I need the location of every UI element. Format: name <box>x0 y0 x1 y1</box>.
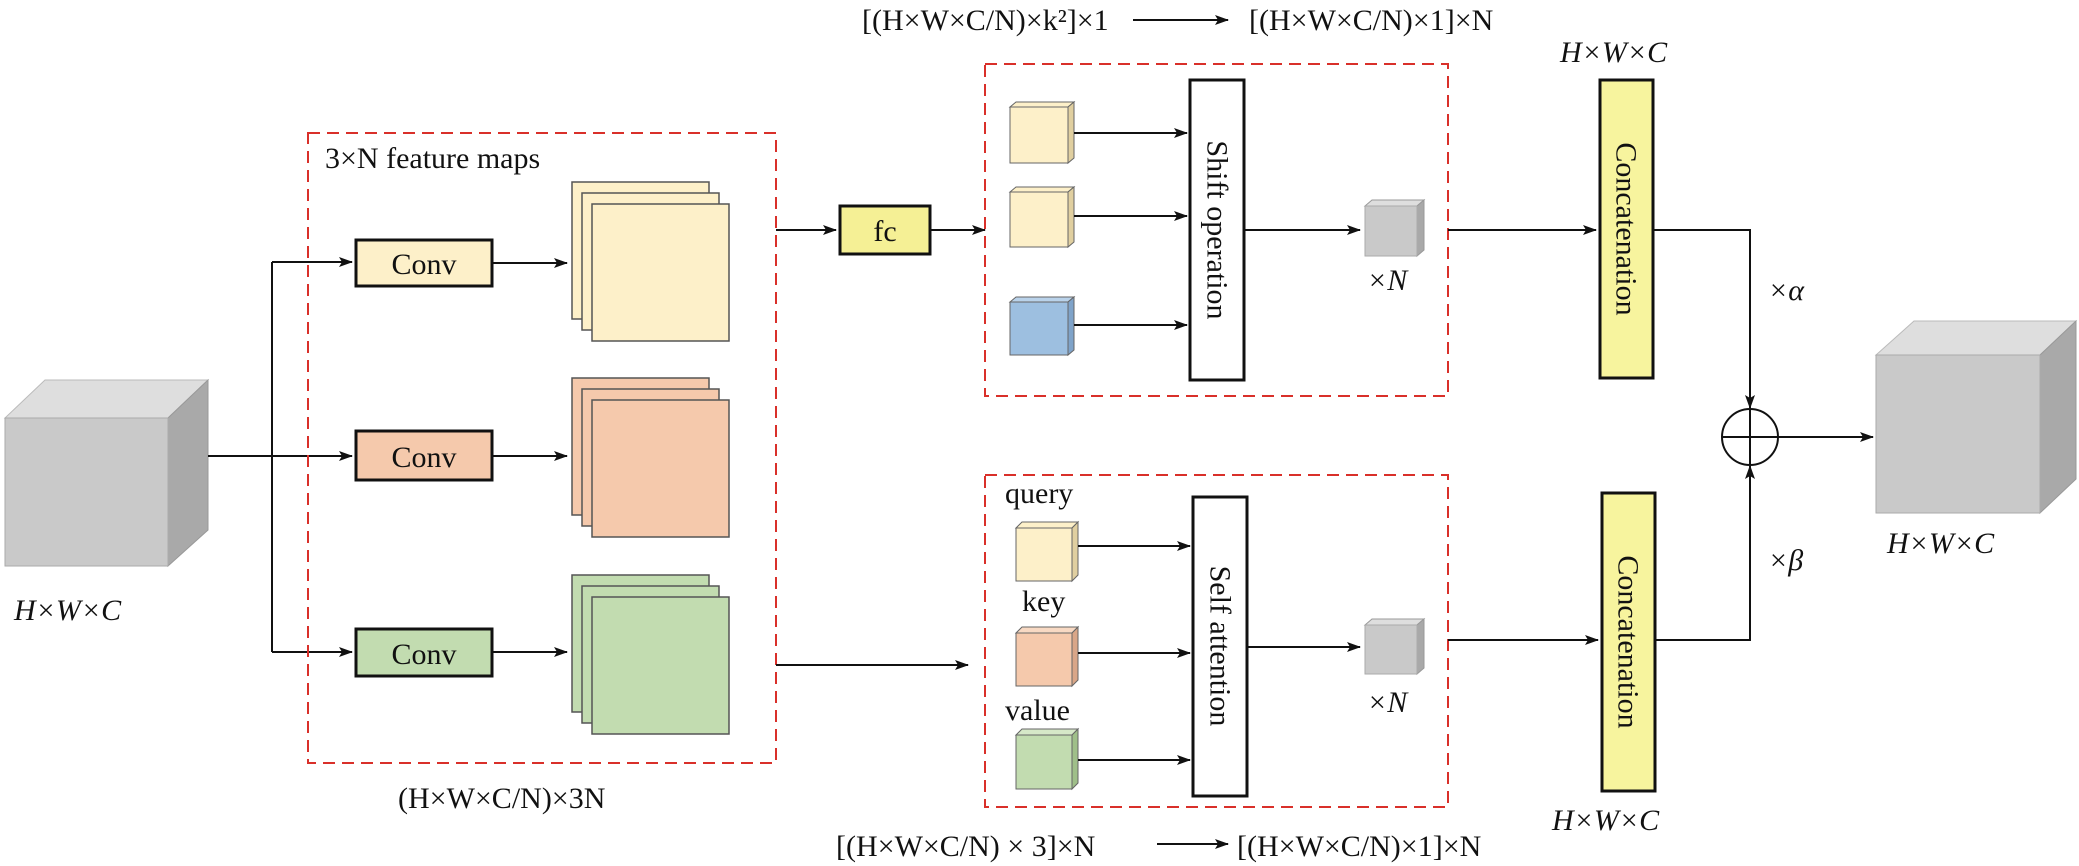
shift-reshape-to: [(H×W×C/N)×1]×N <box>1249 4 1493 37</box>
output-cube <box>1874 319 2078 515</box>
conv-green: Conv <box>354 627 494 678</box>
fc-box: fc <box>838 204 932 256</box>
conv-yellow: Conv <box>354 238 494 288</box>
alpha-weight: ×α <box>1768 274 1805 307</box>
shift-output-cube <box>1363 198 1426 258</box>
fc-label: fc <box>873 215 896 248</box>
shift-operation-label: Shift operation <box>1201 140 1234 319</box>
shift-operation-box: Shift operation <box>1188 78 1246 382</box>
attention-concat-dims: H×W×C <box>1551 804 1660 837</box>
attention-repeat: ×N <box>1367 686 1409 719</box>
self-attention-box: Self attention <box>1191 495 1249 798</box>
attention-key-label: key <box>1022 585 1065 618</box>
shift-input-yellow-1 <box>1008 100 1076 165</box>
conv-yellow-label: Conv <box>391 248 456 281</box>
shift-concat-dims: H×W×C <box>1559 36 1668 69</box>
feature-maps-title: 3×N feature maps <box>325 142 540 175</box>
attention-key-cube <box>1014 625 1080 688</box>
shift-repeat: ×N <box>1367 264 1409 297</box>
feature-stack-green <box>571 574 730 735</box>
beta-weight: ×β <box>1768 544 1803 577</box>
attention-concat-label: Concatenation <box>1612 555 1645 728</box>
sum-operator <box>1721 408 1779 466</box>
attention-value-label: value <box>1005 694 1070 727</box>
input-split-lines <box>208 257 353 657</box>
feature-maps-region <box>307 132 777 764</box>
shift-input-blue <box>1008 295 1076 357</box>
shift-input-arrows <box>1074 128 1188 330</box>
shift-concat-box: Concatenation <box>1598 78 1655 380</box>
attention-input-arrows <box>1078 541 1191 765</box>
input-cube <box>3 378 210 568</box>
shift-input-yellow-2 <box>1008 185 1076 249</box>
attention-value-cube <box>1014 727 1080 791</box>
conv-orange-label: Conv <box>391 441 456 474</box>
attention-reshape-from: [(H×W×C/N) × 3]×N <box>836 830 1095 863</box>
shift-reshape-from: [(H×W×C/N)×k²]×1 <box>862 4 1109 37</box>
weight-lines <box>1653 229 1755 641</box>
self-attention-label: Self attention <box>1204 566 1237 727</box>
attention-concat-box: Concatenation <box>1600 491 1657 793</box>
output-dims: H×W×C <box>1886 527 1995 560</box>
conv-orange: Conv <box>354 429 494 482</box>
conv-to-stack-arrows <box>492 258 568 657</box>
shift-concat-label: Concatenation <box>1610 142 1643 315</box>
attention-reshape-to: [(H×W×C/N)×1]×N <box>1237 830 1481 863</box>
conv-green-label: Conv <box>391 638 456 671</box>
attention-query-cube <box>1014 520 1080 583</box>
attention-query-label: query <box>1005 477 1073 510</box>
feature-maps-dims: (H×W×C/N)×3N <box>398 782 605 815</box>
input-dims: H×W×C <box>13 594 122 627</box>
feature-stack-yellow <box>571 181 730 342</box>
attention-output-cube <box>1363 617 1426 676</box>
feature-stack-orange <box>571 377 730 538</box>
